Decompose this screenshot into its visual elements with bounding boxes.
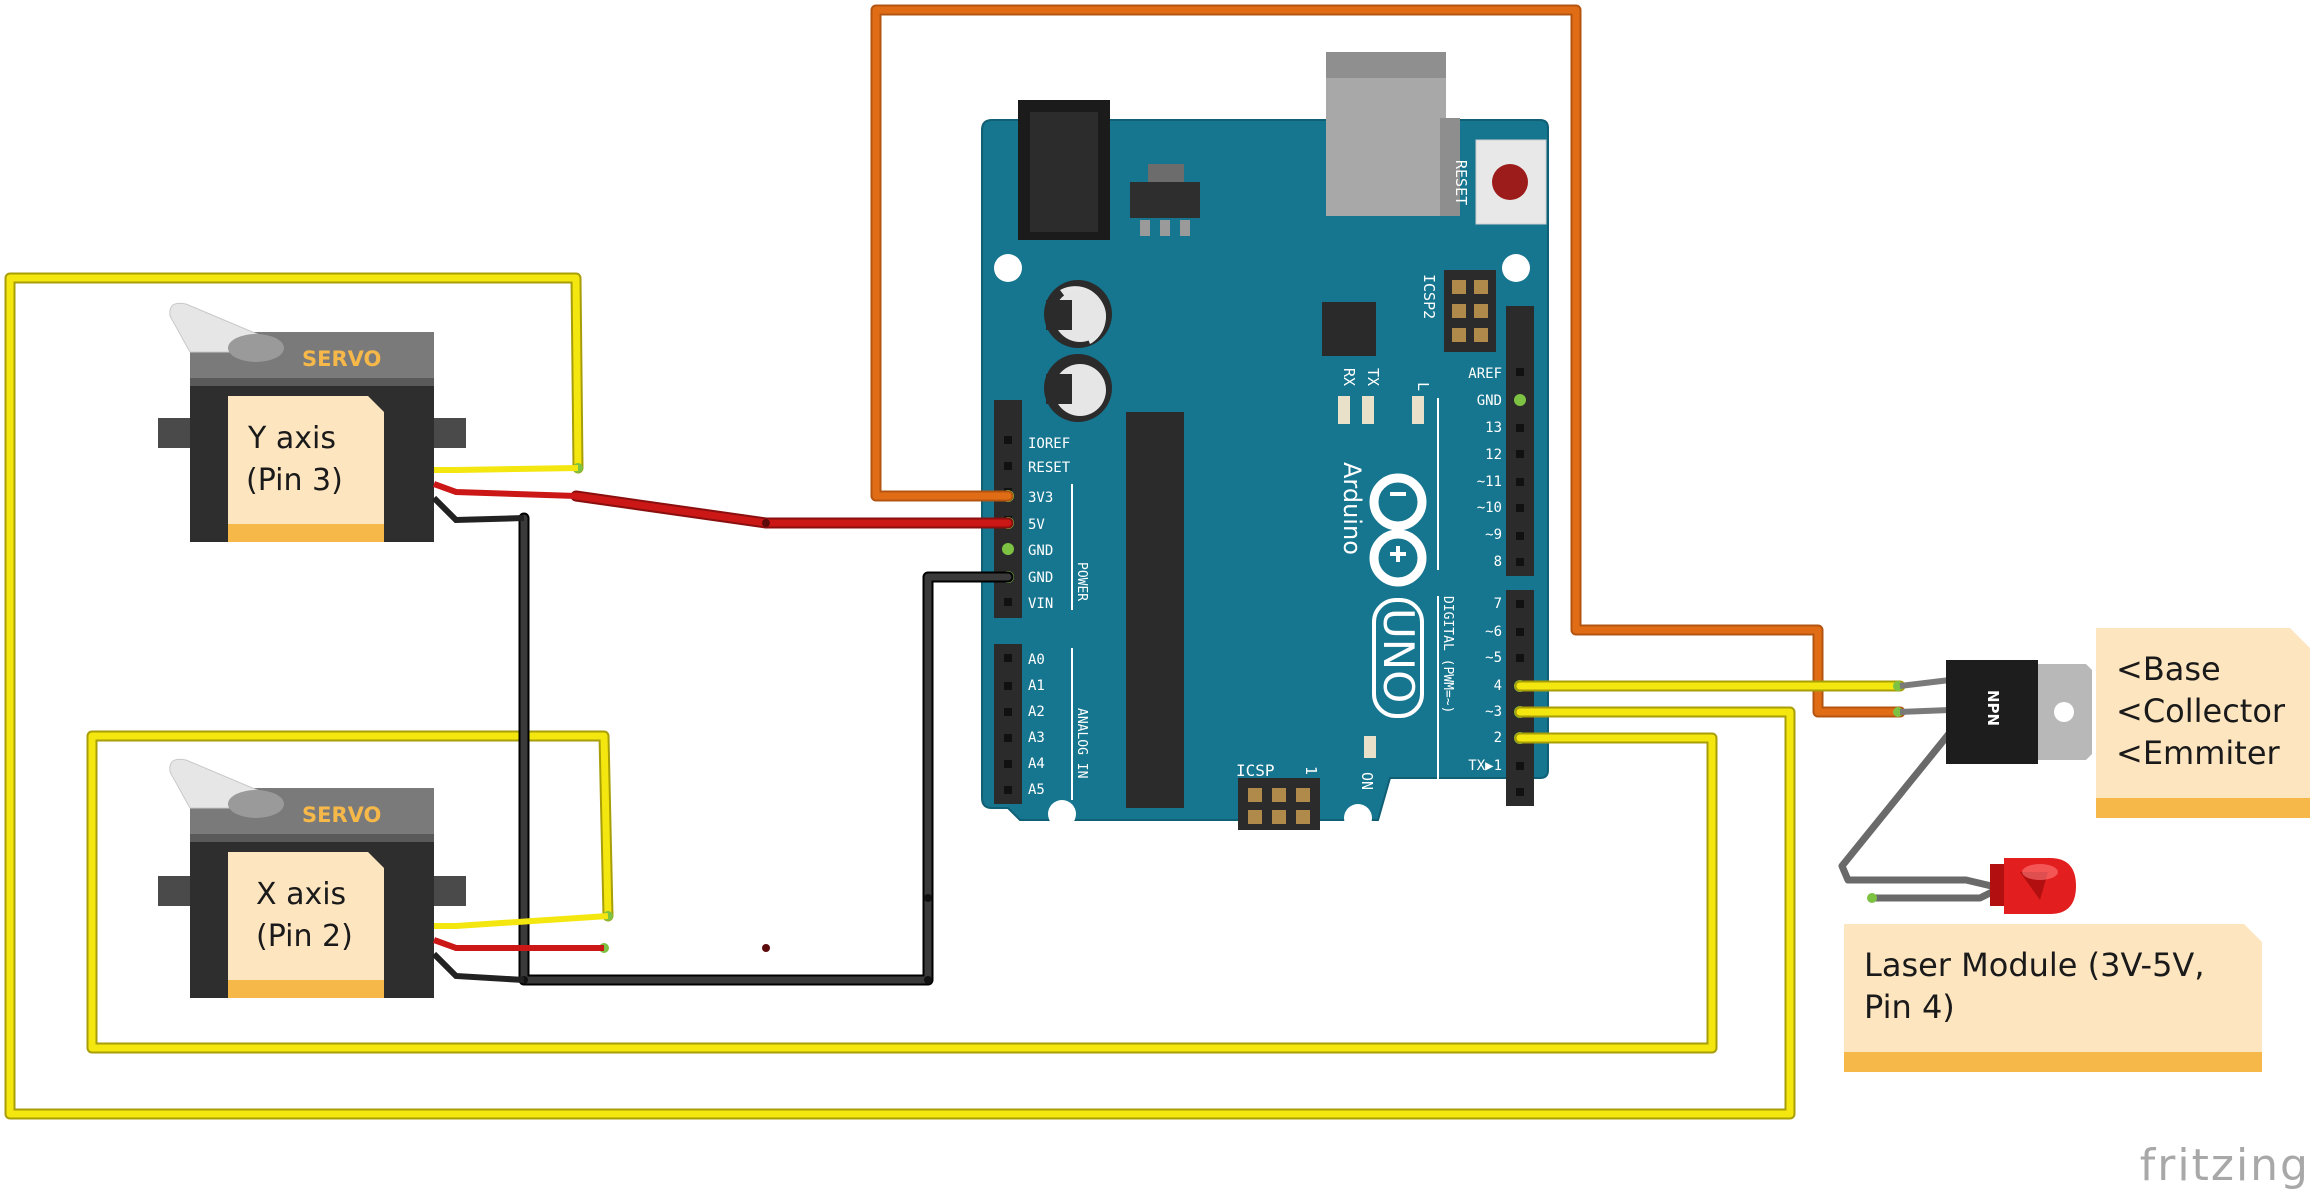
laser-note: Laser Module (3V-5V, Pin 4) (1844, 924, 2262, 1072)
transistor-marking: NPN (1984, 690, 2002, 726)
rx-label: RX (1340, 368, 1358, 386)
icsp2-label: ICSP2 (1420, 274, 1438, 319)
pin-rx0: RX◀0 (1468, 784, 1502, 800)
servo-x-label: X axis (256, 877, 346, 912)
l-led-label: L (1414, 382, 1432, 391)
npn-transistor: NPN (1899, 660, 2092, 764)
analog-header (994, 644, 1022, 804)
uno-label: UNO (1374, 608, 1423, 703)
servo-x-brand: SERVO (302, 803, 381, 827)
pin-gnd-3: GND (1477, 393, 1502, 409)
tx-label: TX (1364, 368, 1382, 386)
pin-vin: VIN (1028, 596, 1053, 612)
transistor-pin-note: <Base <Collector <Emmiter (2096, 628, 2310, 818)
arduino-infinity-logo (1369, 473, 1427, 587)
servo-x-pin: (Pin 2) (256, 919, 353, 954)
icsp2-header (1444, 270, 1496, 352)
servo-y-label: Y axis (247, 421, 336, 456)
pin-reset: RESET (1028, 460, 1071, 476)
pin-a5: A5 (1028, 782, 1045, 798)
note-emitter: <Emmiter (2116, 734, 2281, 772)
fritzing-watermark: fritzing (2140, 1140, 2310, 1191)
pin-a3: A3 (1028, 730, 1045, 746)
wire-black-gnd[interactable] (518, 512, 1014, 986)
pin-6: ~6 (1485, 624, 1502, 640)
servo-y-axis: SERVO Y axis (Pin 3) (158, 302, 579, 542)
analog-group-label: ANALOG IN (1074, 708, 1089, 778)
servo-y-brand: SERVO (302, 347, 381, 371)
pin-13: 13 (1485, 420, 1502, 436)
arduino-uno-board: RESET ICSP2 (981, 52, 1549, 832)
pin-10: ~10 (1477, 500, 1502, 516)
pin-5: ~5 (1485, 650, 1502, 666)
note-base: <Base (2116, 650, 2221, 688)
pin-a1: A1 (1028, 678, 1045, 694)
pin-tx1: TX▶1 (1468, 758, 1502, 774)
pin-5v: 5V (1028, 517, 1045, 533)
uno-logo: UNO (1372, 598, 1424, 718)
pin-4: 4 (1494, 678, 1502, 694)
laser-module-led (1990, 858, 2076, 914)
servo-y-note: Y axis (Pin 3) (228, 396, 384, 542)
power-header (994, 400, 1022, 618)
icsp-header (1238, 778, 1320, 830)
wire-grey-emitter-laser[interactable] (1838, 726, 2004, 892)
pin-gnd-2: GND (1028, 570, 1053, 586)
digital-header-bottom (1506, 590, 1534, 806)
pin-3v3: 3V3 (1028, 490, 1053, 506)
servo-x-note: X axis (Pin 2) (228, 852, 384, 998)
pin-ioref: IOREF (1028, 436, 1070, 452)
pin-aref: AREF (1468, 366, 1502, 382)
pin-a4: A4 (1028, 756, 1045, 772)
digital-group-label: DIGITAL (PWM=~) (1440, 596, 1455, 713)
pin-8: 8 (1494, 554, 1502, 570)
pin-9: ~9 (1485, 527, 1502, 543)
note-collector: <Collector (2116, 692, 2286, 730)
pin-gnd-1: GND (1028, 543, 1053, 559)
icsp-label: ICSP (1236, 761, 1275, 780)
pin-3: ~3 (1485, 704, 1502, 720)
digital-header-top (1506, 306, 1534, 576)
servo-y-pin: (Pin 3) (246, 463, 343, 498)
pin-11: ~11 (1477, 474, 1502, 490)
icsp-pin1-label: 1 (1302, 766, 1320, 775)
on-label: ON (1358, 772, 1376, 790)
pin-a0: A0 (1028, 652, 1045, 668)
arduino-brand-label: Arduino (1338, 462, 1366, 555)
servo-x-axis: SERVO X axis (Pin 2) (158, 758, 609, 998)
pin-7: 7 (1494, 596, 1502, 612)
reset-label: RESET (1452, 160, 1470, 205)
pin-2: 2 (1494, 730, 1502, 746)
laser-note-line1: Laser Module (3V-5V, (1864, 946, 2204, 984)
power-group-label: POWER (1074, 562, 1089, 601)
pin-a2: A2 (1028, 704, 1045, 720)
laser-note-line2: Pin 4) (1864, 988, 1955, 1026)
pin-12: 12 (1485, 447, 1502, 463)
